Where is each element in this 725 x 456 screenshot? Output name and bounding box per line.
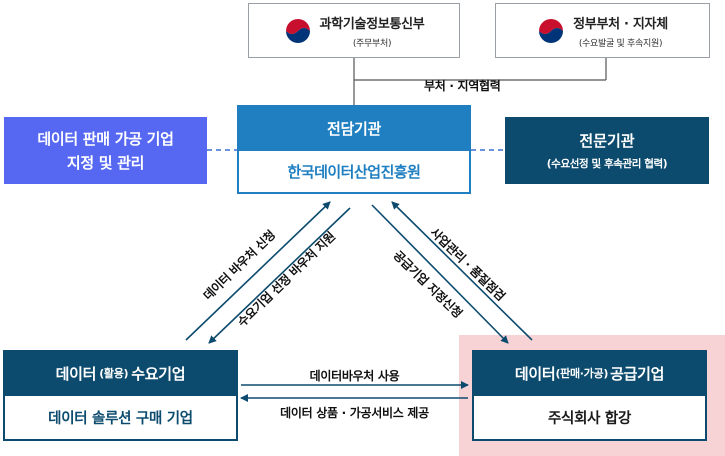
supply-qualifier: (판매·가공) — [555, 367, 609, 380]
label-product-service: 데이터 상품 · 가공서비스 제공 — [280, 406, 429, 420]
arrow-left-inner — [208, 207, 351, 344]
ministry-role: (수요발굴 및 후속지원) — [578, 38, 663, 49]
demand-qualifier: (활용) — [99, 367, 129, 380]
seller-designation-line1: 데이터 판매 가공 기업 — [37, 129, 174, 148]
supply-company-body: 주식회사 합강 — [472, 396, 707, 441]
government-emblem-icon — [283, 16, 312, 45]
specialized-agency-box: 전문기관 (수요선정 및 후속관리 협력) — [505, 117, 709, 184]
ministry-role: (주무부처) — [352, 38, 392, 49]
seller-designation-line2: 지정 및 관리 — [66, 153, 145, 172]
government-emblem-icon — [537, 16, 566, 45]
specialized-agency-title: 전문기관 — [579, 132, 635, 150]
arrow-left-outer — [185, 201, 331, 341]
demand-suffix: 수요기업 — [131, 364, 186, 383]
supply-suffix: 공급기업 — [610, 364, 665, 383]
ministry-box-local-gov: 정부부처 · 지자체 (수요발굴 및 후속지원) — [495, 3, 710, 58]
agency-name: 한국데이터산업진흥원 — [237, 151, 471, 194]
supply-prefix: 데이터 — [514, 364, 556, 383]
demand-prefix: 데이터 — [55, 364, 97, 383]
ministry-name: 정부부처 · 지자체 — [573, 16, 668, 32]
arrow-right-outer — [391, 201, 533, 341]
label-voucher-use: 데이터바우처 사용 — [309, 369, 400, 383]
supply-company-title: 데이터 (판매·가공) 공급기업 — [472, 350, 707, 396]
ministry-box-msit: 과학기술정보통신부 (주무부처) — [248, 3, 460, 58]
cooperation-label: 부처 · 지역협력 — [424, 79, 501, 93]
arrow-right-inner — [371, 204, 509, 344]
demand-company-body: 데이터 솔루션 구매 기업 — [3, 396, 238, 441]
demand-company-title: 데이터 (활용) 수요기업 — [3, 350, 238, 396]
seller-designation-box: 데이터 판매 가공 기업 지정 및 관리 — [4, 117, 207, 184]
ministry-name: 과학기술정보통신부 — [319, 16, 425, 32]
agency-title: 전담기관 — [237, 105, 471, 151]
specialized-agency-sub: (수요선정 및 후속관리 협력) — [546, 158, 668, 170]
